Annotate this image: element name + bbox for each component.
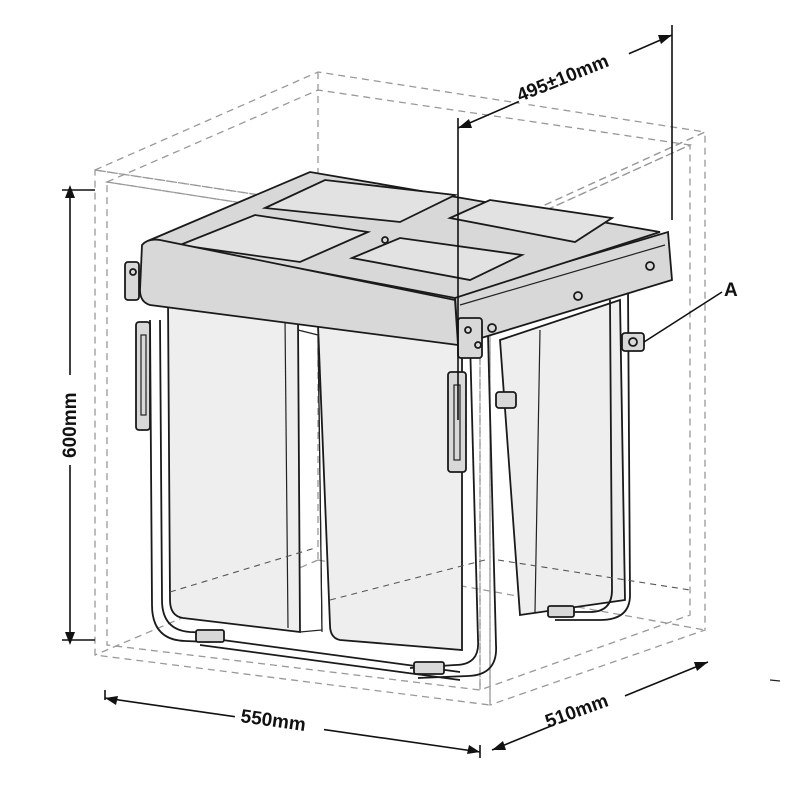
width-dimension: 550mm [104,690,481,758]
hidden-lines [169,547,691,601]
artifact-mark [769,679,781,682]
feet [195,605,575,675]
height-dimension: 600mm [58,185,95,645]
left-bin [167,298,323,634]
top-frame [139,171,673,347]
depth-dimension: 510mm [491,661,709,751]
callout-a-label: A [724,280,738,301]
slide-brackets [124,261,645,473]
height-label: 600mm [60,393,81,459]
center-bin [317,323,463,651]
rear-bin [499,298,626,617]
callout-a: A [643,280,738,343]
